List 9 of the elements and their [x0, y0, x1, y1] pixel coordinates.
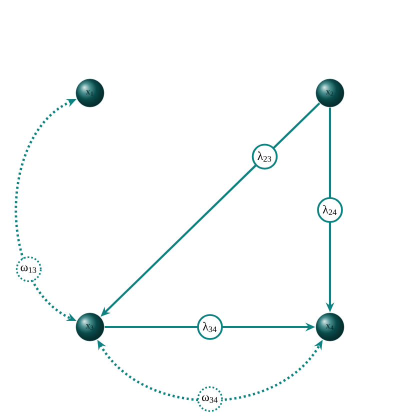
node-label: x$_{4}$: [326, 324, 334, 330]
edge-label: ω$_{34}$: [197, 386, 223, 412]
edge-label: λ$_{24}$: [317, 197, 343, 223]
node-label: x$_{3}$: [86, 324, 94, 330]
edge-label: ω$_{13}$: [16, 256, 42, 282]
edge-label: λ$_{34}$: [197, 314, 223, 340]
node-label: x$_{2}$: [326, 90, 334, 96]
edge-label: λ$_{23}$: [252, 144, 278, 170]
node-label: x$_{1}$: [86, 90, 94, 96]
